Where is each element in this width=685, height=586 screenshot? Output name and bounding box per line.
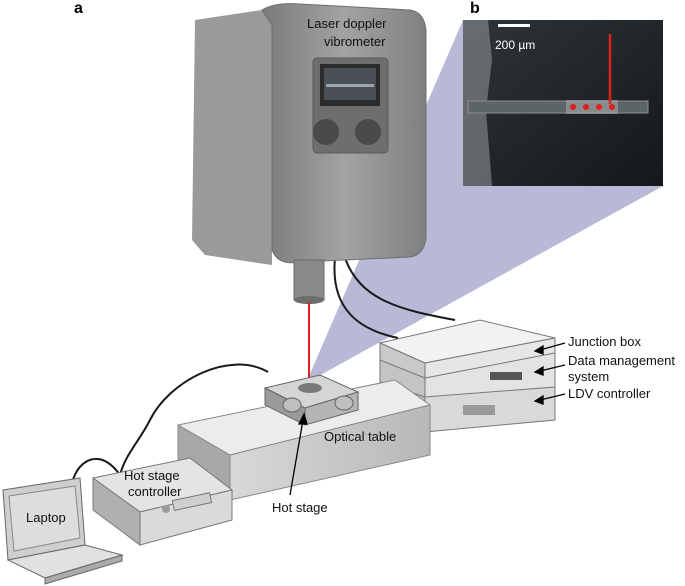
panel-label-a: a xyxy=(74,0,83,17)
laptop-label: Laptop xyxy=(26,510,66,525)
ldv-label-line2: vibrometer xyxy=(324,34,386,49)
laptop xyxy=(2,477,124,585)
measurement-point xyxy=(583,104,589,110)
hot-stage-controller-label-line2: controller xyxy=(128,484,182,499)
hot-stage-label: Hot stage xyxy=(272,500,328,515)
junction-box-label: Junction box xyxy=(568,334,641,349)
microscope-inset xyxy=(463,20,663,186)
measurement-point xyxy=(609,104,615,110)
ldv-label-line1: Laser doppler xyxy=(307,16,387,31)
scale-bar-label: 200 µm xyxy=(495,38,536,52)
knob-icon[interactable] xyxy=(313,119,339,145)
measurement-point xyxy=(570,104,576,110)
panel-label-b: b xyxy=(470,0,480,17)
ldv-controller-label: LDV controller xyxy=(568,386,651,401)
data-management-label-line2: system xyxy=(568,369,610,384)
ldv-housing xyxy=(192,3,427,304)
measurement-point xyxy=(596,104,602,110)
knob-icon[interactable] xyxy=(355,119,381,145)
measurement-points xyxy=(570,104,615,110)
hot-stage-controller xyxy=(91,457,234,546)
ldv-screen-strip xyxy=(326,84,374,87)
data-management-label-line1: Data management xyxy=(568,353,675,368)
label-arrows xyxy=(289,342,566,496)
scale-bar xyxy=(498,24,530,27)
optical-table-label: Optical table xyxy=(324,429,397,444)
beam-cone xyxy=(306,20,663,383)
hot-stage-controller-label-line1: Hot stage xyxy=(124,468,180,483)
